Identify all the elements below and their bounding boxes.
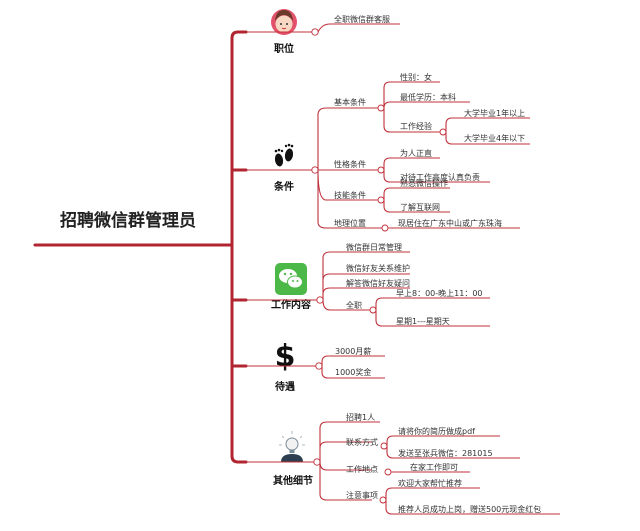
item-responsible: 对待工作高度认真负责 <box>400 172 480 182</box>
item-honest: 为人正直 <box>400 148 432 158</box>
item-work-from-home: 在家工作即可 <box>410 462 458 472</box>
item-graduate-4yr: 大学毕业4年以下 <box>464 133 525 143</box>
item-location: 地理位置 <box>334 218 366 228</box>
item-full-time-service: 全职微信群客服 <box>334 14 390 24</box>
category-job-content[interactable]: 工作内容 微信群日常管理 微信好友关系维护 解答微信好友疑问 全职 早上8：00… <box>246 242 490 327</box>
item-contact: 联系方式 <box>346 437 378 447</box>
item-days: 星期1---星期天 <box>396 317 450 326</box>
item-send-wechat: 发送至张兵微信：281015 <box>398 448 493 458</box>
item-internet-skill: 了解互联网 <box>400 202 440 212</box>
lightbulb-person-icon <box>279 431 305 462</box>
item-wechat-skill: 熟悉微信操作 <box>400 178 448 188</box>
item-group-management: 微信群日常管理 <box>346 242 402 252</box>
item-answer-questions: 解答微信好友疑问 <box>346 278 410 288</box>
item-full-time: 全职 <box>346 300 362 310</box>
category-title: 条件 <box>273 180 294 193</box>
item-hire-count: 招聘1人 <box>346 412 375 422</box>
category-other-details[interactable]: 其他细节 招聘1人 联系方式 请将你的简历做成pdf 发送至张兵微信：28101… <box>246 412 560 515</box>
item-skills: 技能条件 <box>334 190 366 200</box>
item-monthly-salary: 3000月薪 <box>335 346 371 356</box>
item-work-location: 工作地点 <box>346 464 378 474</box>
category-salary[interactable]: $ 待遇 3000月薪 1000奖金 <box>246 339 385 393</box>
item-graduate-1yr: 大学毕业1年以上 <box>464 108 525 118</box>
item-bonus: 1000奖金 <box>335 367 371 377</box>
root-title: 招聘微信群管理员 <box>60 210 196 231</box>
item-work-experience: 工作经验 <box>400 121 432 131</box>
female-avatar-icon <box>271 9 297 35</box>
item-recommend: 欢迎大家帮忙推荐 <box>398 478 462 488</box>
dollar-icon: $ <box>275 339 296 374</box>
item-personality: 性格条件 <box>334 159 366 169</box>
item-gender: 性别：女 <box>400 72 432 82</box>
category-position[interactable]: 职位 全职微信群客服 <box>246 9 400 55</box>
item-relationship: 微信好友关系维护 <box>346 263 410 273</box>
footprints-icon <box>274 143 294 167</box>
main-trunk <box>230 30 248 464</box>
item-referral-bonus: 推荐人员成功上岗，赠送500元现金红包 <box>398 504 541 514</box>
item-resume-pdf: 请将你的简历做成pdf <box>398 426 475 436</box>
category-title: 待遇 <box>275 380 295 393</box>
category-title: 职位 <box>274 42 294 55</box>
category-requirements[interactable]: 条件 基本条件 性别：女 最低学历：本科 工作经验 大学毕业1年以上 大学毕业4… <box>246 72 530 232</box>
item-basic-conditions: 基本条件 <box>334 97 366 107</box>
item-education: 最低学历：本科 <box>400 92 456 102</box>
item-notes: 注意事项 <box>346 490 378 500</box>
category-title: 其他细节 <box>273 474 313 487</box>
item-residence: 现居住在广东中山或广东珠海 <box>398 218 502 228</box>
wechat-icon <box>275 263 307 295</box>
item-hours: 早上8：00-晚上11：00 <box>396 288 483 298</box>
category-title: 工作内容 <box>271 298 311 311</box>
